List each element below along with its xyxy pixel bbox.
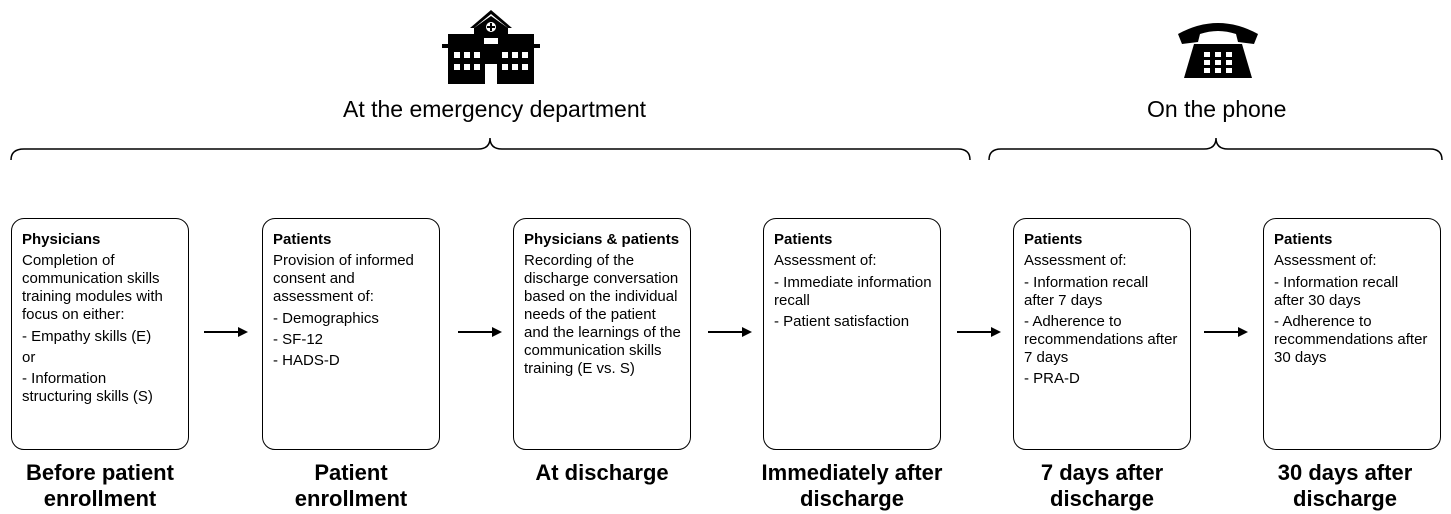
stage-label: At discharge [535,460,669,485]
box-intro: Recording of the discharge conversation … [524,252,681,377]
box-item: - Empathy skills (E) [22,328,152,345]
box-item: - Adherence to recommendations after 30 … [1274,313,1428,366]
box-item: - HADS-D [273,352,340,369]
box-item: - Adherence to recommendations after 7 d… [1024,313,1178,366]
box-heading: Patients [774,231,833,248]
stage-label: Before patient enrollment [26,460,174,511]
box-item-list: - Demographics - SF-12 - HADS-D [273,310,431,370]
box-item: - Demographics [273,310,379,327]
box-item-list: - Empathy skills (E) or - Information st… [22,328,180,406]
step-box-5: Patients Assessment of: - Information re… [1013,218,1191,450]
stage-label: 7 days after discharge [1040,460,1164,511]
step-box-2: Patients Provision of informed consent a… [262,218,440,450]
step-box-1: Physicians Completion of communication s… [11,218,189,450]
box-item: or [22,349,36,366]
box-intro: Assessment of: [1274,252,1377,269]
arrow-icon [1204,327,1248,337]
box-intro: Provision of informed consent and assess… [273,252,414,305]
box-item-list: - Immediate information recall - Patient… [774,274,932,331]
stage-label: Immediately after discharge [761,460,943,511]
arrow-icon [957,327,1001,337]
telephone-icon [1178,23,1258,78]
box-item: - SF-12 [273,331,324,348]
stage-label: Patient enrollment [294,460,408,511]
box-item: - Immediate information recall [774,274,932,309]
box-item: - Information structuring skills (S) [22,370,153,405]
ed-brace [10,137,971,161]
section-braces [10,137,1443,161]
box-heading: Physicians & patients [524,231,680,248]
box-heading: Patients [1024,231,1083,248]
box-heading: Patients [273,231,332,248]
box-item: - Patient satisfaction [774,313,910,330]
box-item: - PRA-D [1024,370,1080,387]
step-box-3: Physicians & patients Recording of the d… [513,218,691,450]
phone-section-label: On the phone [1147,96,1287,122]
box-item-list: - Information recall after 7 days - Adhe… [1024,274,1182,388]
stage-label: 30 days after discharge [1277,460,1413,511]
step-box-4: Patients Assessment of: - Immediate info… [763,218,941,450]
step-box-6: Patients Assessment of: - Information re… [1263,218,1441,450]
box-intro: Assessment of: [1024,252,1127,269]
hospital-icon [442,10,540,84]
box-item: - Information recall after 7 days [1024,274,1149,309]
arrow-icon [204,327,248,337]
box-heading: Physicians [22,231,101,248]
arrow-icon [708,327,752,337]
arrow-icon [458,327,502,337]
box-item: - Information recall after 30 days [1274,274,1399,309]
box-intro: Assessment of: [774,252,877,269]
box-item-list: - Information recall after 30 days - Adh… [1274,274,1432,367]
ed-section-label: At the emergency department [343,96,646,122]
box-heading: Patients [1274,231,1333,248]
box-intro: Completion of communication skills train… [22,252,163,323]
phone-brace [988,137,1443,161]
